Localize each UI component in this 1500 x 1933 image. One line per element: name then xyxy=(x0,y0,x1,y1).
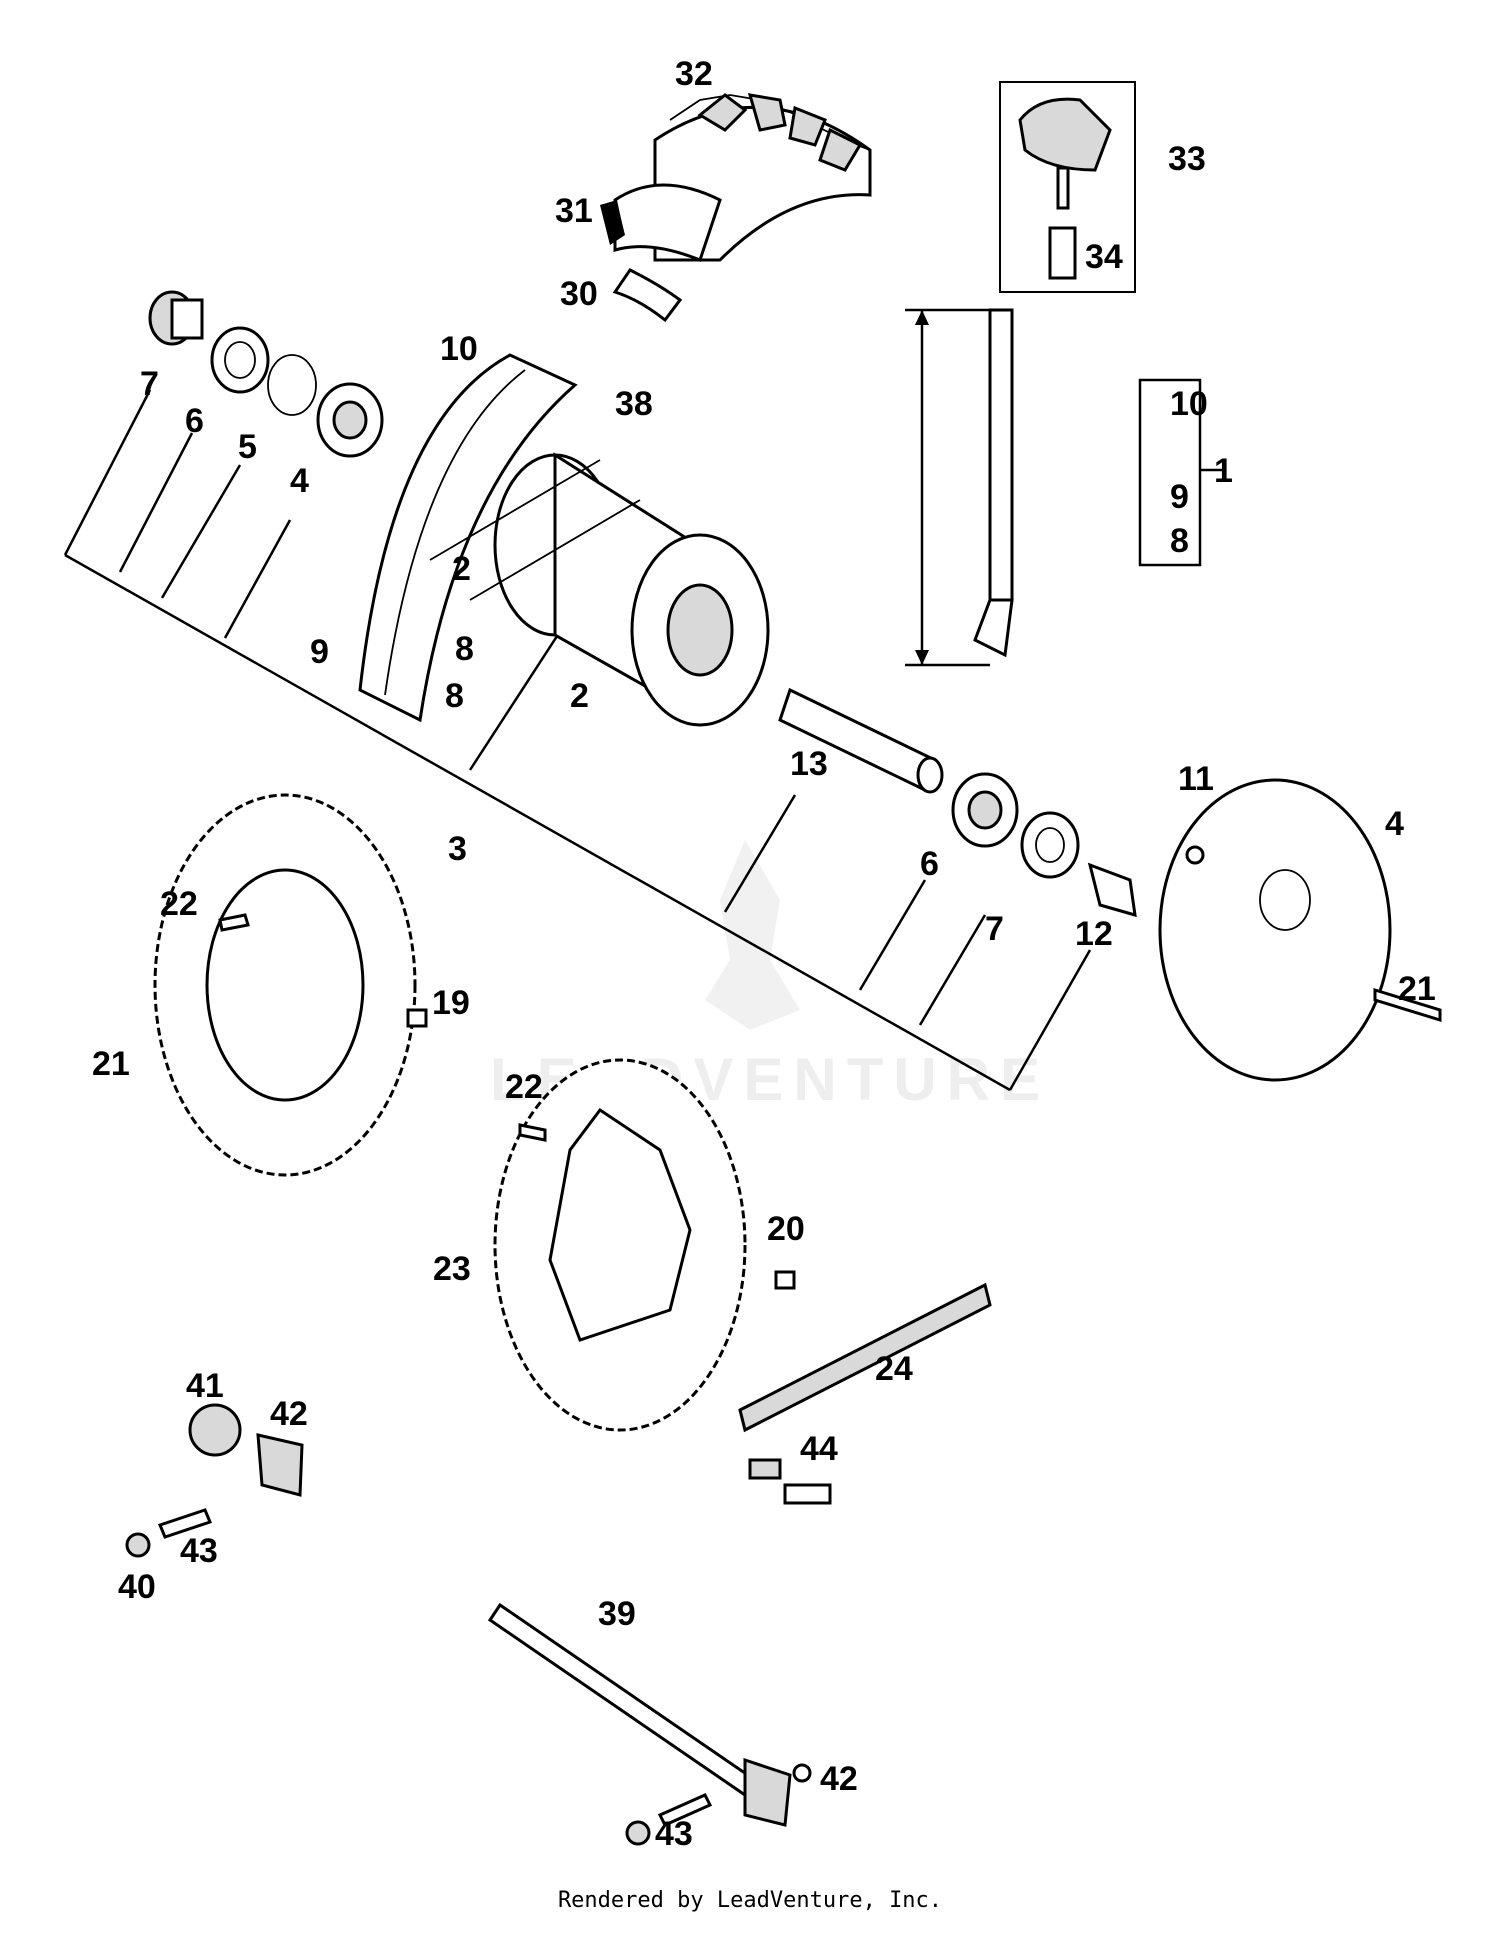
callout-7: 7 xyxy=(985,910,1004,948)
callout-21: 21 xyxy=(92,1045,130,1083)
group-box xyxy=(1138,378,1225,567)
callout-10: 10 xyxy=(1170,385,1208,423)
callout-3: 3 xyxy=(448,830,467,868)
callout-5: 5 xyxy=(238,428,257,466)
callout-12: 12 xyxy=(1075,915,1113,953)
brake-disc xyxy=(1158,778,1442,1082)
callout-10: 10 xyxy=(440,330,478,368)
right-bearing-set xyxy=(951,772,1137,918)
callout-6: 6 xyxy=(185,402,204,440)
sprockets xyxy=(153,793,796,1432)
callout-4: 4 xyxy=(1385,805,1404,843)
callout-31: 31 xyxy=(555,192,593,230)
callout-34: 34 xyxy=(1085,238,1123,276)
callout-2: 2 xyxy=(452,550,471,588)
callout-8: 8 xyxy=(455,630,474,668)
callout-43: 43 xyxy=(655,1815,693,1853)
callout-11: 11 xyxy=(1178,760,1214,798)
callout-9: 9 xyxy=(1170,478,1189,516)
callout-30: 30 xyxy=(560,275,598,313)
chain-assembly xyxy=(738,1282,992,1505)
axle-part xyxy=(487,1602,812,1846)
left-bearing-set xyxy=(148,290,384,458)
callout-42: 42 xyxy=(270,1395,308,1433)
callout-7: 7 xyxy=(140,365,159,403)
callout-33: 33 xyxy=(1168,140,1206,178)
callout-13: 13 xyxy=(790,745,828,783)
callout-19: 19 xyxy=(432,984,470,1022)
tube-valve-box xyxy=(999,81,1136,293)
callout-9: 9 xyxy=(310,633,329,671)
callout-4: 4 xyxy=(290,462,309,500)
callout-6: 6 xyxy=(920,845,939,883)
callout-23: 23 xyxy=(433,1250,471,1288)
spoke-part xyxy=(905,308,1014,667)
callout-43: 43 xyxy=(180,1532,218,1570)
tire-assembly xyxy=(600,93,872,323)
chain-adjuster-parts xyxy=(125,1403,304,1558)
callout-32: 32 xyxy=(675,55,713,93)
callout-8: 8 xyxy=(445,677,464,715)
callout-42: 42 xyxy=(820,1760,858,1798)
spacer-tube xyxy=(778,687,944,794)
callout-41: 41 xyxy=(186,1367,224,1405)
callout-20: 20 xyxy=(767,1210,805,1248)
callout-22: 22 xyxy=(160,885,198,923)
callout-38: 38 xyxy=(615,385,653,423)
callout-2: 2 xyxy=(570,677,589,715)
callout-8: 8 xyxy=(1170,522,1189,560)
footer-credit: Rendered by LeadVenture, Inc. xyxy=(557,1888,943,1913)
callout-44: 44 xyxy=(800,1430,838,1468)
callout-21: 21 xyxy=(1398,970,1436,1008)
callout-40: 40 xyxy=(118,1568,156,1606)
callout-39: 39 xyxy=(598,1595,636,1633)
callout-22: 22 xyxy=(505,1068,543,1106)
callout-1: 1 xyxy=(1214,452,1233,490)
callout-24: 24 xyxy=(875,1350,913,1388)
hub-part xyxy=(429,452,770,727)
